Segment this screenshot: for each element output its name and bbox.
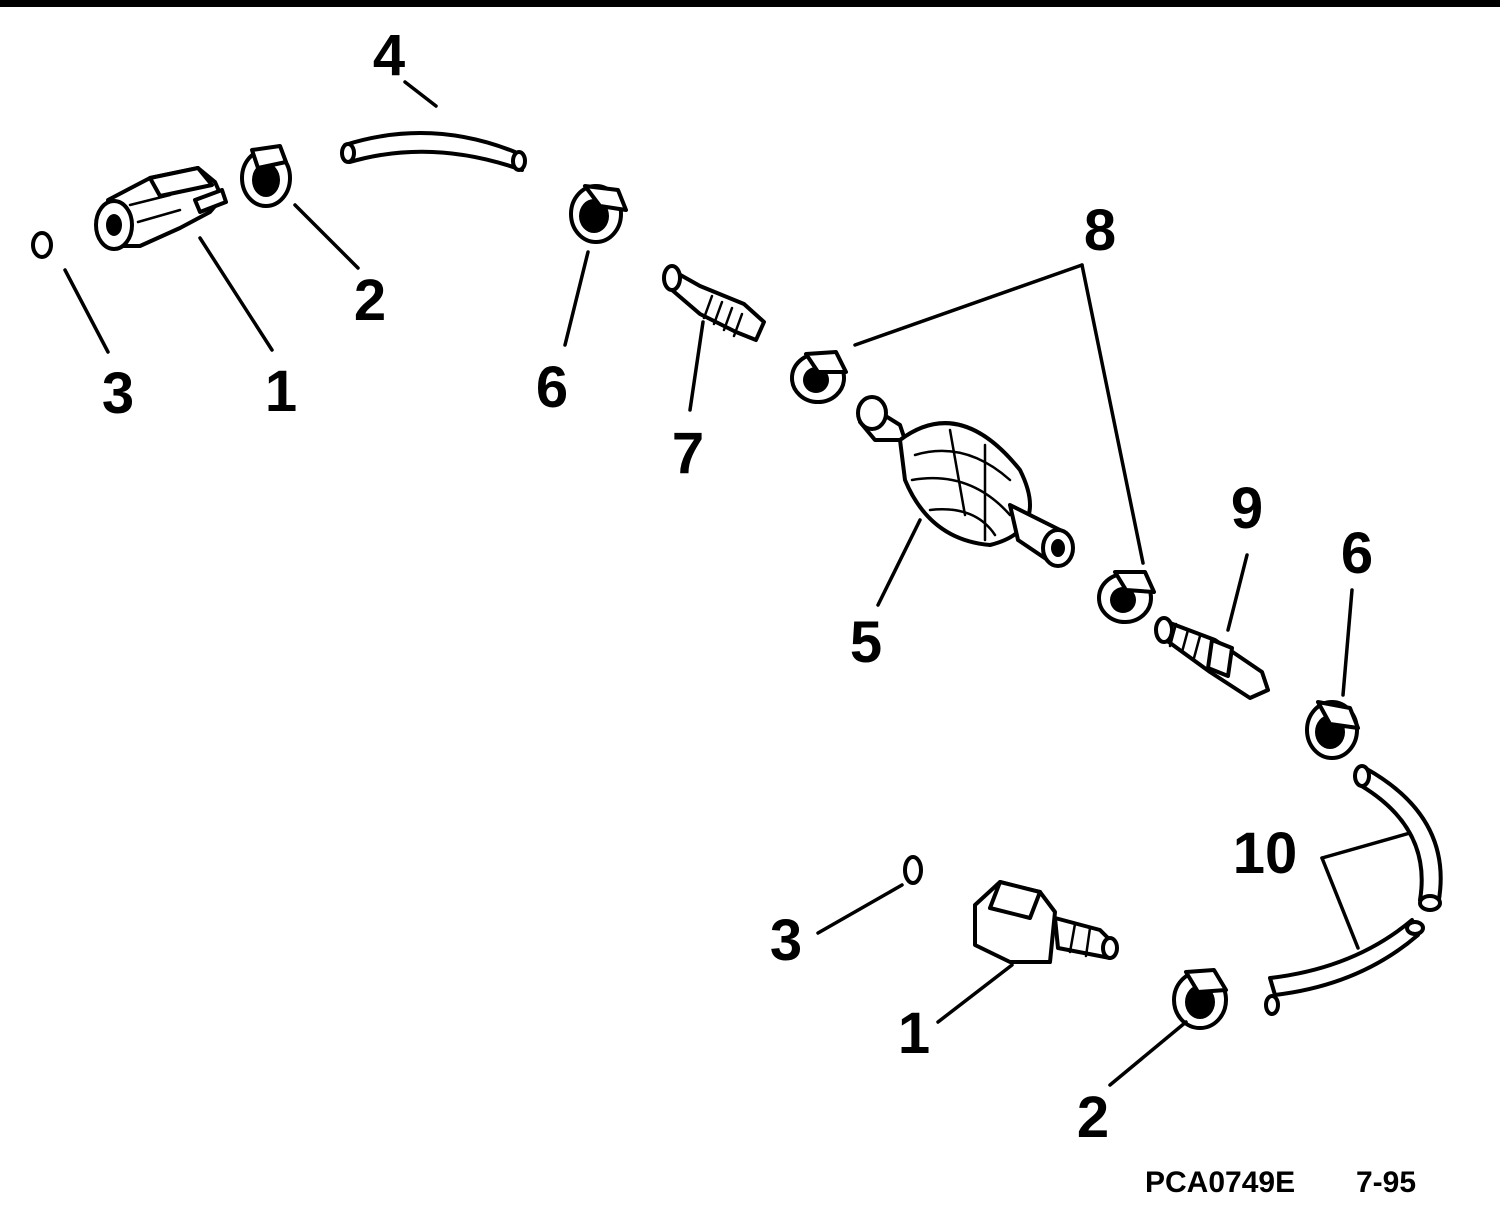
callout-1-upper: 1 [265,359,297,424]
hose-clamp-upper [240,144,292,208]
fuel-connector-lower [973,880,1119,964]
callout-2-upper: 2 [354,268,386,333]
drawing-code: PCA0749E [1145,1166,1295,1199]
fuel-hose-upper [340,131,527,172]
drawing-date: 7-95 [1356,1166,1416,1199]
callout-3-upper: 3 [102,361,134,426]
callout-6-right: 6 [1341,521,1373,586]
hose-clamp-8-left [790,350,848,404]
fuel-hose-10 [1264,764,1443,1016]
leader-lines [63,80,1412,1087]
callout-9: 9 [1231,476,1263,541]
hose-clamp-8-right [1097,570,1156,624]
callout-8: 8 [1084,198,1116,263]
hose-clamp-lower [1172,968,1228,1030]
hose-clamp-6-upper [569,184,628,244]
top-border-rule [0,0,1500,7]
o-ring-upper [31,231,53,259]
callout-5: 5 [850,610,882,675]
hose-clamp-6-right [1305,700,1360,760]
callout-3-lower: 3 [770,908,802,973]
callout-2-lower: 2 [1077,1085,1109,1150]
check-valve-fitting-7 [662,264,766,342]
fuel-connector-upper [94,166,228,251]
callout-4: 4 [373,23,405,88]
callout-6-upper: 6 [536,355,568,420]
o-ring-lower [903,855,923,885]
callout-1-lower: 1 [898,1001,930,1066]
callout-7: 7 [672,421,704,486]
primer-bulb-5 [856,395,1075,568]
check-valve-fitting-9 [1154,616,1270,700]
callout-10: 10 [1233,821,1298,886]
